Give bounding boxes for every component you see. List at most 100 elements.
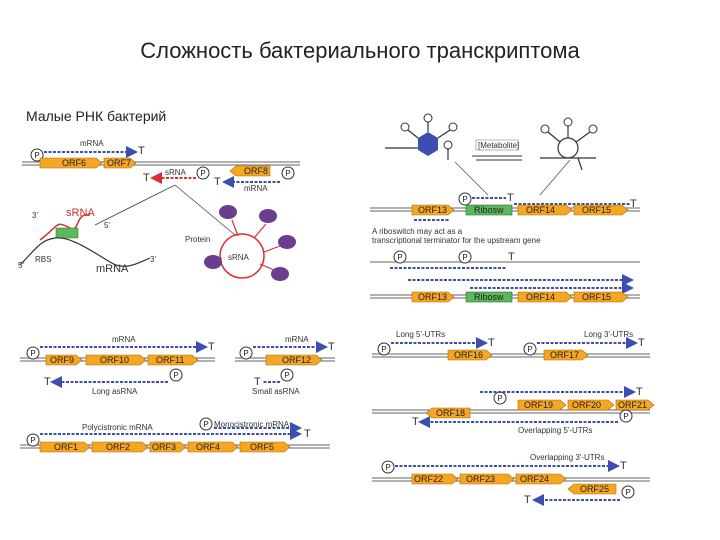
svg-text:T: T <box>508 251 515 263</box>
long-asrna-label: Long asRNA <box>92 387 138 396</box>
svg-text:Ribosw: Ribosw <box>474 292 504 302</box>
metabolite-icon <box>418 132 438 156</box>
svg-text:T: T <box>214 176 221 188</box>
svg-text:P: P <box>381 345 386 354</box>
svg-text:5': 5' <box>104 221 110 230</box>
orf1-gene <box>39 441 91 453</box>
svg-text:ORF12: ORF12 <box>282 355 311 365</box>
svg-text:Ribosw: Ribosw <box>474 205 504 215</box>
svg-text:ORF4: ORF4 <box>196 442 220 452</box>
svg-text:T: T <box>328 341 335 353</box>
svg-text:P: P <box>462 195 467 204</box>
mrna-big-label: mRNA <box>96 263 129 275</box>
svg-text:ORF22: ORF22 <box>414 474 443 484</box>
svg-text:ORF16: ORF16 <box>454 350 483 360</box>
orf18-gene <box>425 407 471 419</box>
svg-text:P: P <box>30 436 35 445</box>
svg-text:5': 5' <box>18 261 24 270</box>
orf21-gene <box>615 399 655 411</box>
svg-text:P: P <box>462 253 467 262</box>
metabolite-label: [Metabolite] <box>478 141 519 150</box>
svg-text:P: P <box>623 412 628 421</box>
svg-text:ORF15: ORF15 <box>582 205 611 215</box>
svg-text:3': 3' <box>32 211 38 220</box>
protein-label: Protein <box>185 235 210 244</box>
orf5-gene <box>239 441 291 453</box>
terminator-icon: T <box>138 145 145 157</box>
orf4-gene <box>187 441 239 453</box>
orf12-gene <box>265 354 323 366</box>
svg-text:ORF13: ORF13 <box>418 205 447 215</box>
svg-text:sRNA: sRNA <box>228 253 250 262</box>
svg-text:T: T <box>254 376 261 388</box>
orf25-gene <box>567 483 617 495</box>
svg-text:T: T <box>412 416 419 428</box>
svg-text:ORF13: ORF13 <box>418 292 447 302</box>
long-3utr-label: Long 3'-UTRs <box>584 330 633 339</box>
svg-text:ORF5: ORF5 <box>250 442 274 452</box>
riboswitch-note: A riboswitch may act as a <box>372 227 463 236</box>
svg-text:ORF21: ORF21 <box>618 400 647 410</box>
svg-text:T: T <box>143 172 150 184</box>
orf3-gene <box>149 441 187 453</box>
svg-text:T: T <box>304 428 311 440</box>
polycistronic-label: Polycistronic mRNA <box>82 423 153 432</box>
riboswitch-element <box>465 204 513 216</box>
svg-text:P: P <box>497 394 502 403</box>
svg-text:ORF14: ORF14 <box>526 205 555 215</box>
overlap-5utr-label: Overlapping 5'-UTRs <box>518 426 592 435</box>
svg-text:ORF11: ORF11 <box>156 355 184 365</box>
srna-big-label: sRNA <box>66 207 95 219</box>
svg-text:mRNA: mRNA <box>285 335 309 344</box>
svg-text:P: P <box>285 169 290 178</box>
polycistronic-panel: P Polycistronic mRNA P Monocistronic mRN… <box>20 417 330 453</box>
svg-text:ORF7: ORF7 <box>107 158 131 168</box>
svg-text:T: T <box>488 337 495 349</box>
orf13-gene <box>411 204 455 216</box>
svg-text:ORF25: ORF25 <box>580 484 609 494</box>
svg-text:P: P <box>397 253 402 262</box>
orf22-gene <box>411 473 459 485</box>
riboswitch-panel: [Metabolite] P T T ORF13 Ribosw ORF14 OR… <box>370 113 640 303</box>
svg-text:transcriptional terminator for: transcriptional terminator for the upstr… <box>372 236 541 245</box>
asrna-panel: P mRNA T ORF9 ORF10 ORF11 P T Long asRNA… <box>20 335 335 396</box>
page-subtitle: Малые РНК бактерий <box>26 108 167 124</box>
svg-text:ORF9: ORF9 <box>50 355 74 365</box>
long-5utr-label: Long 5'-UTRs <box>396 330 445 339</box>
srna-label: sRNA <box>165 168 187 177</box>
orf19-gene <box>517 399 567 411</box>
svg-text:ORF15: ORF15 <box>582 292 611 302</box>
srna-panel: P mRNA T ORF6 ORF7 ORF8 P P sRNA T mRNA … <box>18 139 300 281</box>
svg-text:P: P <box>30 349 35 358</box>
svg-text:P: P <box>173 371 178 380</box>
svg-text:ORF3: ORF3 <box>152 442 176 452</box>
svg-text:P: P <box>34 151 39 160</box>
orf16-gene <box>447 349 493 361</box>
svg-text:P: P <box>284 371 289 380</box>
orf7-gene <box>103 157 137 169</box>
svg-text:ORF24: ORF24 <box>520 474 549 484</box>
svg-text:ORF8: ORF8 <box>244 166 268 176</box>
svg-text:P: P <box>385 463 390 472</box>
svg-text:T: T <box>638 337 645 349</box>
svg-text:T: T <box>524 494 531 506</box>
svg-text:T: T <box>620 460 627 472</box>
orf2-gene <box>91 441 149 453</box>
svg-text:ORF2: ORF2 <box>106 442 130 452</box>
svg-text:T: T <box>507 192 514 204</box>
svg-text:ORF10: ORF10 <box>100 355 129 365</box>
svg-text:mRNA: mRNA <box>244 184 268 193</box>
svg-text:ORF6: ORF6 <box>62 158 86 168</box>
svg-text:P: P <box>200 169 205 178</box>
svg-text:T: T <box>630 198 637 210</box>
svg-text:T: T <box>636 386 643 398</box>
svg-text:ORF18: ORF18 <box>436 408 465 418</box>
overlap-3utr-label: Overlapping 3'-UTRs <box>530 453 604 462</box>
svg-text:T: T <box>208 341 215 353</box>
orf6-gene <box>39 157 103 169</box>
orf23-gene <box>459 473 515 485</box>
orf24-gene <box>515 473 567 485</box>
small-asrna-label: Small asRNA <box>252 387 300 396</box>
utr-panel: Long 5'-UTRs P T ORF16 Long 3'-UTRs P T … <box>372 330 655 506</box>
svg-text:3': 3' <box>150 255 156 264</box>
